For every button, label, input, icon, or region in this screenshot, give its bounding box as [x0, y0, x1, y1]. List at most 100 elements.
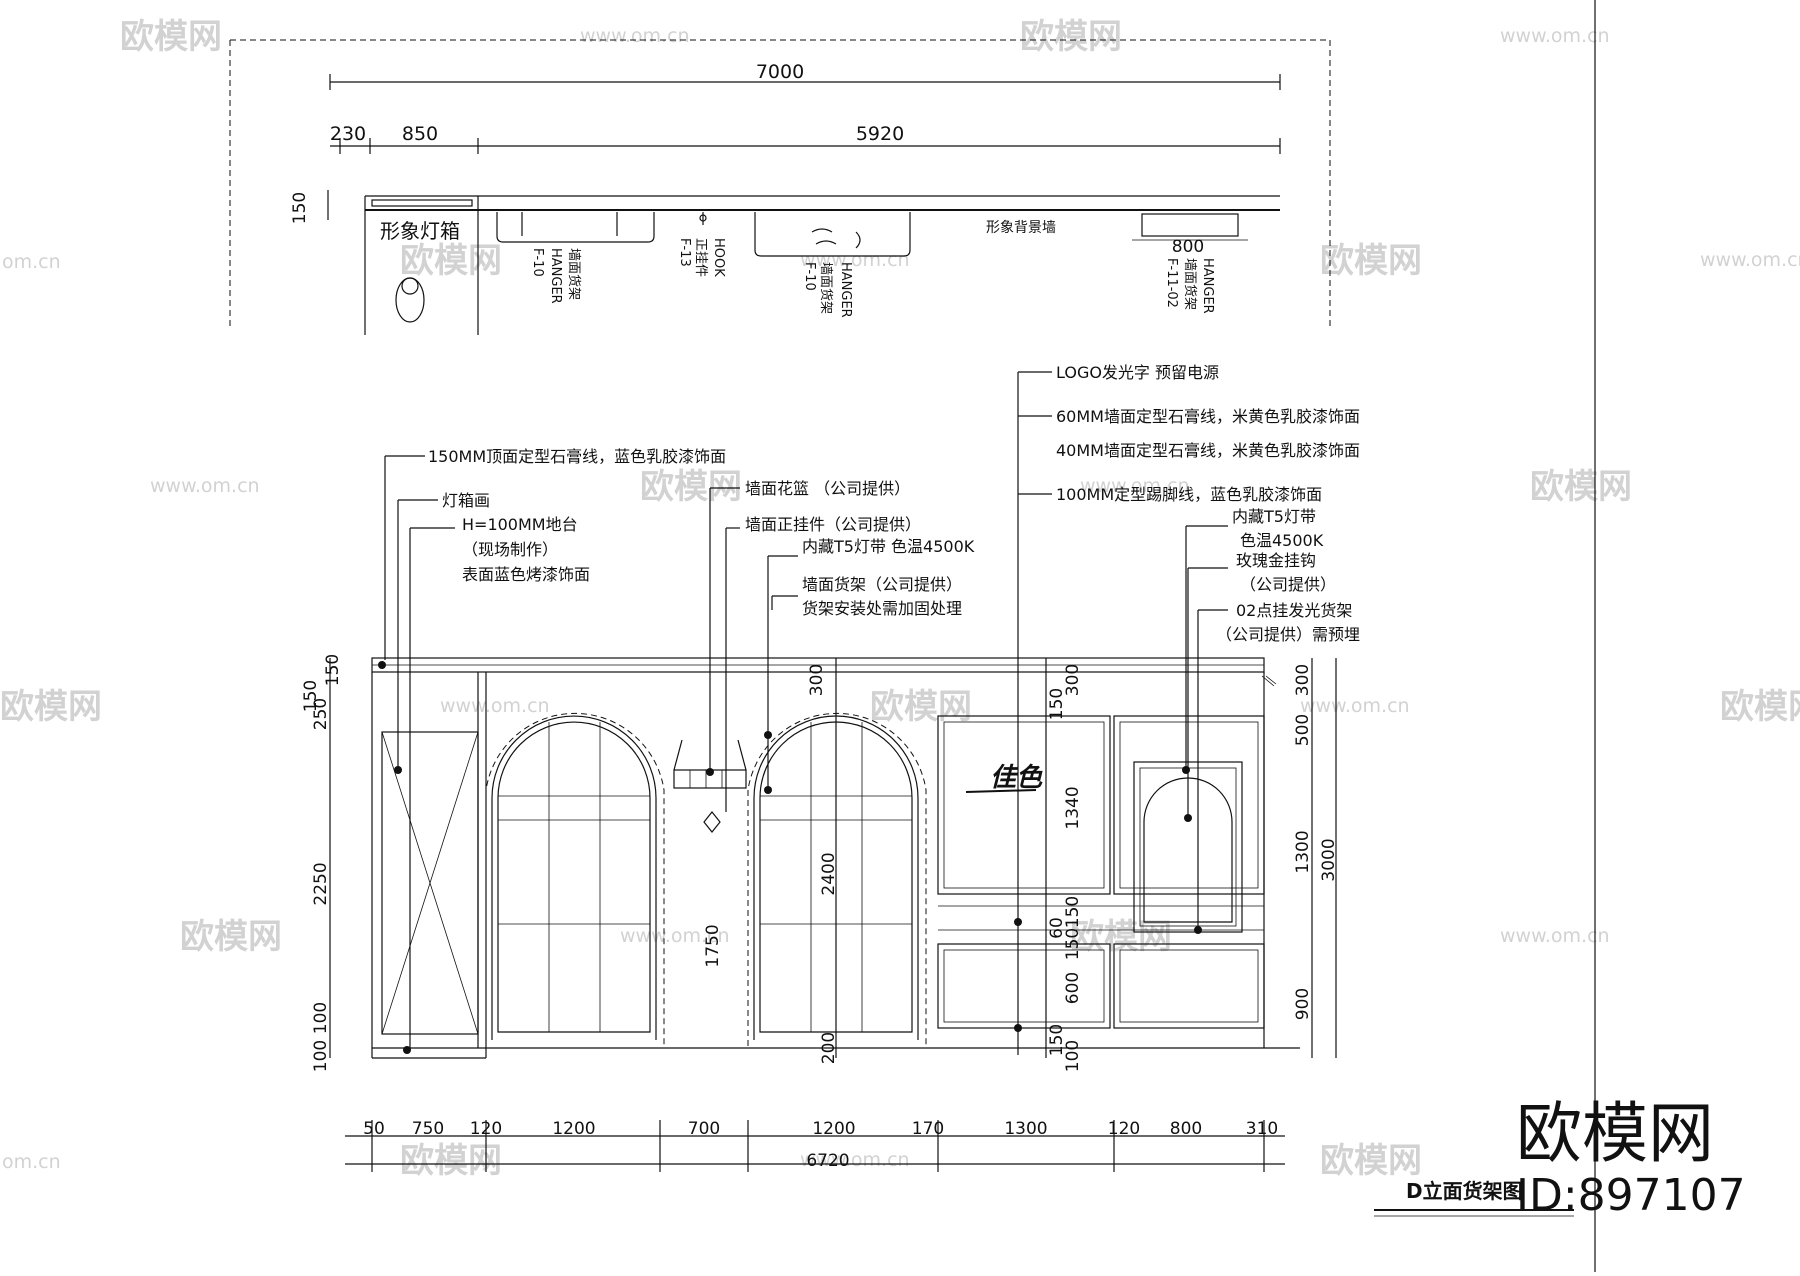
dim-panel-300: 300 — [1063, 664, 1083, 696]
elevation-view: 佳色 — [371, 657, 1300, 1059]
note-rose-hook: 玫瑰金挂钩 — [1236, 551, 1316, 570]
hook-cn: 正挂件 — [693, 238, 708, 277]
dim-bottom-170: 170 — [912, 1119, 944, 1139]
watermark-logo: 欧模网 — [180, 917, 282, 957]
dim-bottom-total: 6720 — [806, 1151, 849, 1171]
annotation-notes: 150MM顶面定型石膏线，蓝色乳胶漆饰面 灯箱画 H=100MM地台 （现场制作… — [384, 363, 1360, 1055]
watermark-logo: 欧模网 — [120, 17, 222, 57]
note-rose-hook-supply: （公司提供） — [1240, 575, 1336, 594]
dim-bottom-750: 750 — [412, 1119, 444, 1139]
dim-230: 230 — [330, 123, 366, 145]
dim-bottom-700: 700 — [688, 1119, 720, 1139]
hook-en: HOOK — [711, 238, 726, 277]
dim-bottom-1200b: 1200 — [812, 1119, 855, 1139]
watermark-layer: 欧模网 www.om.cn 欧模网 www.om.cn om.cn 欧模网 ww… — [0, 17, 1800, 1181]
dim-right-500: 500 — [1293, 714, 1313, 746]
note-logo: LOGO发光字 预留电源 — [1056, 363, 1219, 382]
watermark-url: www.om.cn — [620, 925, 730, 947]
note-rack-02: 02点挂发光货架 — [1236, 601, 1352, 620]
dim-850: 850 — [402, 123, 438, 145]
dim-left-100: 100 — [311, 1002, 331, 1034]
hanger-2-plan — [754, 212, 911, 257]
watermark-url: www.om.cn — [1500, 925, 1610, 947]
dim-7000: 7000 — [756, 61, 804, 83]
hanger-3-plan — [1141, 213, 1239, 237]
watermark-url: www.om.cn — [1700, 249, 1800, 271]
arched-window-1 — [485, 712, 665, 1046]
watermark-url: www.om.cn — [1500, 25, 1610, 47]
watermark-logo: 欧模网 — [1070, 917, 1172, 957]
logo-script: 佳色 — [990, 763, 1043, 793]
note-front-hanger: 墙面正挂件（公司提供） — [745, 515, 921, 534]
note-t5-hidden: 内藏T5灯带 — [1232, 507, 1316, 526]
note-skirting: 100MM定型踢脚线，蓝色乳胶漆饰面 — [1056, 485, 1322, 504]
dim-5920: 5920 — [856, 123, 904, 145]
logo-underline — [965, 789, 1037, 793]
dim-left-250: 250 — [311, 698, 331, 730]
lightbox-label: 形象灯箱 — [380, 219, 460, 243]
brand-id: ID:897107 — [1516, 1170, 1746, 1221]
hanger-3-cn: 墙面货架 — [1182, 258, 1198, 310]
watermark-logo: 欧模网 — [1720, 687, 1800, 727]
watermark-logo: 欧模网 — [400, 241, 502, 281]
dim-arch-300: 300 — [807, 664, 827, 696]
dim-left-2250: 2250 — [311, 862, 331, 905]
note-platform-finish: 表面蓝色烤漆饰面 — [462, 565, 590, 584]
dim-right-1300: 1300 — [1293, 830, 1313, 873]
hanger-1-code: F-10 — [530, 248, 545, 277]
corner-molding-detail — [1261, 675, 1277, 687]
hanger-1-cn: 墙面货架 — [566, 248, 582, 300]
dim-panel-1340: 1340 — [1063, 786, 1083, 829]
watermark-logo: 欧模网 — [1320, 241, 1422, 281]
watermark-logo: 欧模网 — [400, 1141, 502, 1181]
dim-arch-200: 200 — [819, 1032, 839, 1064]
hanger-1-plan — [496, 212, 655, 243]
watermark-logo: 欧模网 — [1530, 467, 1632, 507]
hanger-2-cn: 墙面货架 — [818, 262, 834, 314]
drawing-title: D立面货架图 — [1406, 1179, 1523, 1203]
plan-view: 7000 230 850 5920 150 形象灯箱 HANGER 墙面货架 F… — [229, 39, 1331, 335]
note-ceiling-molding: 150MM顶面定型石膏线，蓝色乳胶漆饰面 — [428, 447, 726, 466]
dim-panel-150d: 150 — [1047, 1024, 1067, 1056]
note-t5-temp: 色温4500K — [1240, 531, 1324, 550]
brand-logo: 欧模网 — [1516, 1095, 1714, 1172]
dim-bottom-1200: 1200 — [552, 1119, 595, 1139]
note-rack-02-embed: （公司提供）需预埋 — [1216, 625, 1360, 644]
dim-right-900: 900 — [1293, 988, 1313, 1020]
watermark-url: www.om.cn — [580, 25, 690, 47]
hanger-2-en: HANGER — [838, 262, 853, 318]
watermark-url: www.om.cn — [800, 1149, 910, 1171]
glowing-rack — [1133, 761, 1243, 933]
dim-panel-150: 150 — [1047, 688, 1067, 720]
bottom-dimensions: 50 750 120 1200 700 1200 170 1300 120 80… — [345, 1119, 1285, 1172]
dim-left-150: 150 — [301, 680, 321, 712]
wall-panels — [937, 715, 1265, 1029]
watermark-url: om.cn — [2, 1151, 61, 1173]
watermark-url: www.om.cn — [1300, 695, 1410, 717]
note-t5-strip: 内藏T5灯带 色温4500K — [802, 537, 975, 556]
watermark-logo: 欧模网 — [0, 687, 102, 727]
note-platform-onsite: （现场制作） — [462, 540, 558, 559]
vertical-dimensions: 150 150 250 2250 100 100 300 2400 200 17… — [301, 654, 1339, 1072]
note-molding-40: 40MM墙面定型石膏线，米黄色乳胶漆饰面 — [1056, 441, 1360, 460]
note-lightbox-painting: 灯箱画 — [442, 491, 490, 510]
dim-arch-2400: 2400 — [819, 852, 839, 895]
note-molding-60: 60MM墙面定型石膏线，米黄色乳胶漆饰面 — [1056, 407, 1360, 426]
dim-right-3000: 3000 — [1319, 838, 1339, 881]
dim-left-150b: 150 — [323, 654, 343, 686]
dim-150-plan: 150 — [290, 192, 310, 224]
watermark-logo: 欧模网 — [640, 467, 742, 507]
note-rack-reinforce: 货架安装处需加固处理 — [802, 599, 962, 618]
watermark-logo: 欧模网 — [870, 687, 972, 727]
watermark-logo: 欧模网 — [1320, 1141, 1422, 1181]
dim-panel-600: 600 — [1063, 972, 1083, 1004]
dim-right-300: 300 — [1293, 664, 1313, 696]
hook-code: F-13 — [677, 238, 692, 267]
note-flower-basket: 墙面花篮 （公司提供） — [745, 479, 910, 498]
note-wall-rack: 墙面货架（公司提供） — [802, 575, 962, 594]
front-hanger — [703, 811, 721, 833]
watermark-url: om.cn — [2, 251, 61, 273]
back-wall-label: 形象背景墙 — [986, 220, 1056, 236]
dim-panel-150b: 150 — [1063, 896, 1083, 928]
